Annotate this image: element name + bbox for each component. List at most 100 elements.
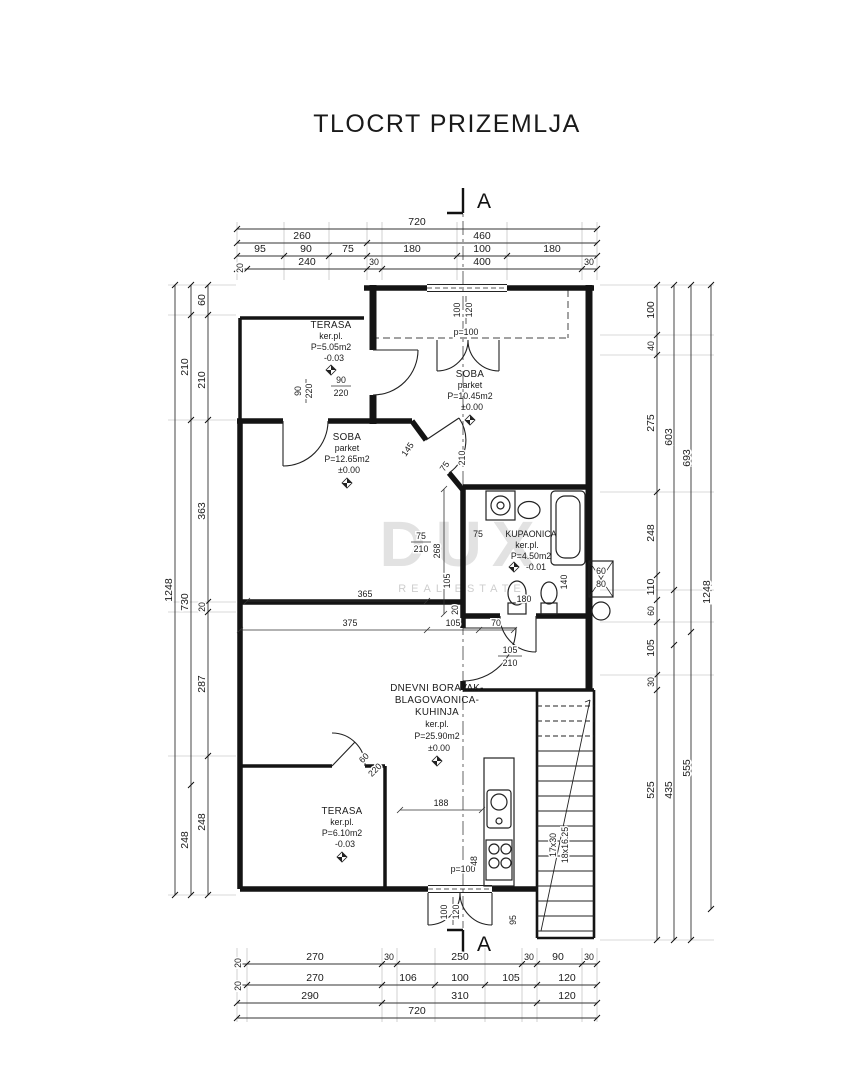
dim-label: 20 xyxy=(197,602,207,612)
stairs-annotation: 18x16.25 xyxy=(560,827,570,863)
door-size-label: 220 xyxy=(304,384,314,399)
room-level: -0.03 xyxy=(335,839,355,849)
room-name: SOBA xyxy=(456,369,485,380)
room-floor: parket xyxy=(458,380,483,390)
dim-label: 30 xyxy=(384,952,394,962)
dim-label: 248 xyxy=(179,831,191,849)
stairs-walls xyxy=(535,690,596,940)
bathtub-inner xyxy=(555,495,581,559)
stove-burner-icon xyxy=(500,857,512,869)
room-name: KUHINJA xyxy=(415,707,459,718)
dim-label: 20 xyxy=(233,958,243,968)
stove-burner-icon xyxy=(488,843,500,855)
page-title: TLOCRT PRIZEMLJA xyxy=(313,110,581,138)
dim-label: 730 xyxy=(179,593,191,611)
dimension-lines-bottom xyxy=(237,963,597,1019)
dim-label: 435 xyxy=(663,781,675,799)
dim-label: 210 xyxy=(179,358,191,376)
dimension-ticks-right xyxy=(653,281,715,944)
level-marker-icon xyxy=(325,364,337,376)
level-marker-icon xyxy=(336,851,348,863)
door-swing-arcs xyxy=(282,339,537,926)
dim-label: 90 xyxy=(300,243,312,255)
extension-lines-left xyxy=(168,284,236,896)
dim-label: 106 xyxy=(399,972,417,984)
dim-label: 180 xyxy=(517,594,532,604)
stove-burner-icon xyxy=(488,857,500,869)
dim-label: 105 xyxy=(446,618,461,628)
room-name: KUPAONICA xyxy=(505,529,556,539)
window-parapet-label: p=100 xyxy=(451,864,476,874)
dim-label: 240 xyxy=(298,256,316,268)
dim-label: 100 xyxy=(473,243,491,255)
window-size-label: 120 xyxy=(451,905,461,920)
extension-lines-top xyxy=(236,222,598,280)
toilet xyxy=(507,580,527,606)
dim-label: 30 xyxy=(524,952,534,962)
room-level: ±0.00 xyxy=(338,465,360,475)
dim-label: 40 xyxy=(646,341,656,351)
dim-label: 95 xyxy=(508,915,518,925)
dim-label: 693 xyxy=(681,449,693,467)
dim-label: 180 xyxy=(543,243,561,255)
dim-label: 105 xyxy=(442,574,452,589)
stairs-direction-line xyxy=(540,699,591,932)
stairs-annotation: 17x30 xyxy=(548,833,558,857)
dimension-ticks-bottom xyxy=(233,960,601,1022)
section-label-bottom: A xyxy=(477,933,491,956)
boiler xyxy=(591,601,611,621)
kitchen-sink-drain-icon xyxy=(495,817,503,825)
bidet xyxy=(540,581,558,605)
dim-label: 70 xyxy=(491,618,501,628)
door-size-label: 90 xyxy=(336,375,346,385)
dim-label: 20 xyxy=(450,605,460,615)
room-level: ±0.00 xyxy=(428,743,450,753)
dim-label: 210 xyxy=(196,371,208,389)
dim-label: 363 xyxy=(196,502,208,520)
dim-label: 20 xyxy=(235,263,245,273)
room-floor: ker.pl. xyxy=(319,331,342,341)
dimension-ticks-left xyxy=(171,281,212,899)
dim-label: 110 xyxy=(645,578,657,595)
stairs-treads-dashed xyxy=(537,705,594,737)
dim-label: 603 xyxy=(663,428,675,446)
section-marker-top-icon xyxy=(447,188,465,215)
dim-label: 30 xyxy=(584,952,594,962)
dim-label: 275 xyxy=(645,414,657,432)
washing-machine-drum-icon xyxy=(496,501,505,510)
shaft xyxy=(588,560,614,598)
dim-label: 270 xyxy=(306,951,324,963)
kitchen-sink xyxy=(486,789,512,829)
bathtub xyxy=(550,490,586,566)
dim-label: 105 xyxy=(645,639,657,657)
window-size-label: 120 xyxy=(464,303,474,318)
room-floor: ker.pl. xyxy=(330,817,353,827)
dim-label: 555 xyxy=(681,759,693,777)
sink xyxy=(517,500,541,520)
door-size-label: 60 xyxy=(357,751,371,765)
washing-machine-drum-icon xyxy=(490,495,511,516)
dim-label: 1248 xyxy=(163,578,175,602)
dim-label: 460 xyxy=(473,230,491,242)
interior-dimension-lines xyxy=(236,296,522,925)
dimension-lines-top xyxy=(237,228,597,270)
room-name: DNEVNI BORAVAK- xyxy=(390,683,483,694)
dim-label: 100 xyxy=(451,972,469,984)
dimension-ticks-top xyxy=(233,225,601,273)
room-area: P=6.10m2 xyxy=(322,828,362,838)
dim-label: 720 xyxy=(408,216,426,228)
room-area: P=5.05m2 xyxy=(311,342,351,352)
dim-label: 287 xyxy=(196,675,208,693)
dim-label: 80 xyxy=(596,579,606,589)
door-size-label: 105 xyxy=(503,645,518,655)
dim-label: 250 xyxy=(451,951,469,963)
window-size-label: 100 xyxy=(439,905,449,920)
dim-label: 30 xyxy=(646,677,656,687)
dim-label: 100 xyxy=(645,301,657,319)
room-name: SOBA xyxy=(333,432,362,443)
room-area: P=10.45m2 xyxy=(447,391,492,401)
dim-label: 248 xyxy=(645,524,657,542)
dim-label: 30 xyxy=(584,257,594,267)
room-name: TERASA xyxy=(311,320,352,331)
dim-label: 140 xyxy=(559,575,569,590)
